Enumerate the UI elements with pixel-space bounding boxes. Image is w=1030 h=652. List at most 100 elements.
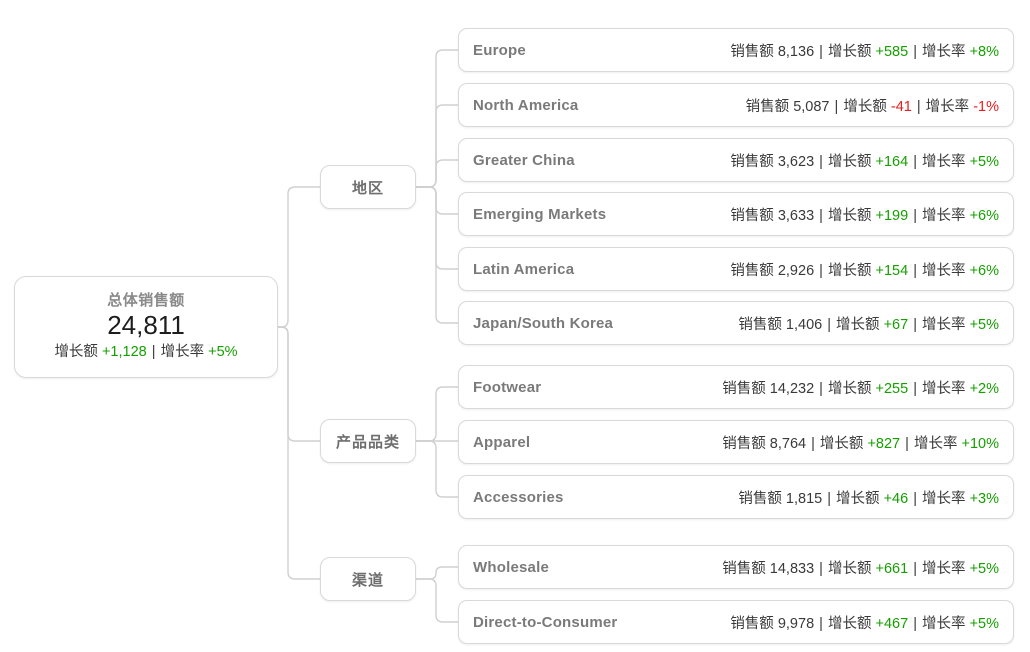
branch-node-category[interactable]: 产品品类 <box>320 419 416 463</box>
sales-label: 销售额 <box>722 560 766 577</box>
leaf-name: Accessories <box>473 488 564 506</box>
sales-label: 销售额 <box>730 153 774 170</box>
metric-separator: | <box>819 153 823 170</box>
growth-rate-label: 增长率 <box>922 380 966 397</box>
growth-rate-label: 增长率 <box>922 560 966 577</box>
metric-separator: | <box>913 490 917 507</box>
metric-separator: | <box>913 153 917 170</box>
sales-value: 3,623 <box>777 153 815 170</box>
metric-separator: | <box>819 43 823 60</box>
branch-label: 产品品类 <box>335 433 400 451</box>
growth-amount-value: +154 <box>875 262 909 279</box>
leaf-node[interactable]: North America 销售额 5,087 | 增长额 -41 | 增长率 -… <box>458 83 1014 127</box>
metric-separator: | <box>913 615 917 632</box>
sales-value: 14,232 <box>769 380 815 397</box>
growth-rate-label: 增长率 <box>922 490 966 507</box>
sales-label: 销售额 <box>730 262 774 279</box>
leaf-node[interactable]: Apparel 销售额 8,764 | 增长额 +827 | 增长率 +10% <box>458 420 1014 464</box>
leaf-metrics: 销售额 5,087 | 增长额 -41 | 增长率 -1% <box>746 95 999 116</box>
growth-amount-value: +164 <box>875 153 909 170</box>
root-node[interactable]: 总体销售额 24,811 增长额 +1,128 | 增长率 +5% <box>14 276 278 378</box>
sales-value: 5,087 <box>793 98 830 115</box>
growth-rate-label: 增长率 <box>922 43 966 60</box>
leaf-metrics: 销售额 1,815 | 增长额 +46 | 增长率 +3% <box>738 487 999 508</box>
growth-amount-value: +585 <box>875 43 909 60</box>
sales-value: 1,815 <box>785 490 823 507</box>
leaf-name: Direct-to-Consumer <box>473 613 618 631</box>
sales-value: 9,978 <box>777 615 815 632</box>
leaf-name: Emerging Markets <box>473 205 607 223</box>
metric-separator: | <box>834 98 839 115</box>
growth-amount-label: 增长额 <box>819 435 864 452</box>
sales-label: 销售额 <box>730 615 774 632</box>
sales-label: 销售额 <box>722 435 766 452</box>
sales-value: 14,833 <box>769 560 815 577</box>
root-growth-rate-label: 增长率 <box>160 344 205 360</box>
sales-value: 2,926 <box>777 262 815 279</box>
growth-amount-label: 增长额 <box>827 153 872 170</box>
sales-value: 3,633 <box>777 207 815 224</box>
growth-rate-value: +2% <box>969 380 999 397</box>
connector <box>415 159 459 188</box>
connector <box>415 104 459 188</box>
growth-amount-value: +661 <box>875 560 909 577</box>
growth-rate-value: +6% <box>969 262 999 279</box>
root-growth-rate-value: +5% <box>208 344 238 360</box>
leaf-name: Europe <box>473 41 526 59</box>
growth-amount-label: 增长额 <box>836 316 880 333</box>
growth-rate-value: -1% <box>973 98 999 115</box>
connector <box>415 440 459 498</box>
branch-node-channel[interactable]: 渠道 <box>320 557 416 601</box>
leaf-node[interactable]: Direct-to-Consumer 销售额 9,978 | 增长额 +467 |… <box>458 600 1014 644</box>
leaf-metrics: 销售额 14,232 | 增长额 +255 | 增长率 +2% <box>722 377 999 398</box>
sales-label: 销售额 <box>745 98 790 115</box>
growth-rate-value: +10% <box>961 435 1000 452</box>
metric-separator: | <box>913 43 917 60</box>
connector <box>415 578 459 623</box>
sales-value: 8,136 <box>777 43 815 60</box>
metric-separator: | <box>819 262 823 279</box>
growth-amount-value: +467 <box>875 615 909 632</box>
leaf-metrics: 销售额 8,764 | 增长额 +827 | 增长率 +10% <box>722 432 999 453</box>
sales-value: 8,764 <box>769 435 807 452</box>
growth-rate-label: 增长率 <box>922 207 966 224</box>
leaf-metrics: 销售额 8,136 | 增长额 +585 | 增长率 +8% <box>730 40 999 61</box>
growth-amount-label: 增长额 <box>827 380 872 397</box>
leaf-metrics: 销售额 9,978 | 增长额 +467 | 增长率 +5% <box>730 612 999 633</box>
leaf-node[interactable]: Accessories 销售额 1,815 | 增长额 +46 | 增长率 +3% <box>458 475 1014 519</box>
growth-amount-value: -41 <box>890 98 912 115</box>
growth-amount-label: 增长额 <box>827 615 872 632</box>
root-growth-amount-value: +1,128 <box>101 344 147 360</box>
sales-label: 销售额 <box>730 207 774 224</box>
root-value: 24,811 <box>107 310 185 341</box>
metric-separator: | <box>913 207 917 224</box>
connector <box>415 186 459 324</box>
metric-separator: | <box>913 380 917 397</box>
growth-amount-label: 增长额 <box>827 207 872 224</box>
leaf-name: Latin America <box>473 260 575 278</box>
leaf-name: Footwear <box>473 378 542 396</box>
leaf-name: Apparel <box>473 433 531 451</box>
leaf-name: Greater China <box>473 151 575 169</box>
branch-label: 地区 <box>351 179 384 197</box>
growth-rate-value: +5% <box>969 153 999 170</box>
growth-rate-label: 增长率 <box>913 435 958 452</box>
growth-amount-value: +199 <box>875 207 909 224</box>
branch-node-region[interactable]: 地区 <box>320 165 416 209</box>
leaf-node[interactable]: Footwear 销售额 14,232 | 增长额 +255 | 增长率 +2% <box>458 365 1014 409</box>
connector <box>415 386 459 442</box>
metric-separator: | <box>827 490 832 507</box>
leaf-name: North America <box>473 96 579 114</box>
leaf-name: Wholesale <box>473 558 549 576</box>
growth-rate-value: +5% <box>969 615 999 632</box>
leaf-node[interactable]: Europe 销售额 8,136 | 增长额 +585 | 增长率 +8% <box>458 28 1014 72</box>
metric-separator: | <box>913 316 917 333</box>
metric-separator: | <box>905 435 909 452</box>
metric-separator: | <box>819 615 823 632</box>
